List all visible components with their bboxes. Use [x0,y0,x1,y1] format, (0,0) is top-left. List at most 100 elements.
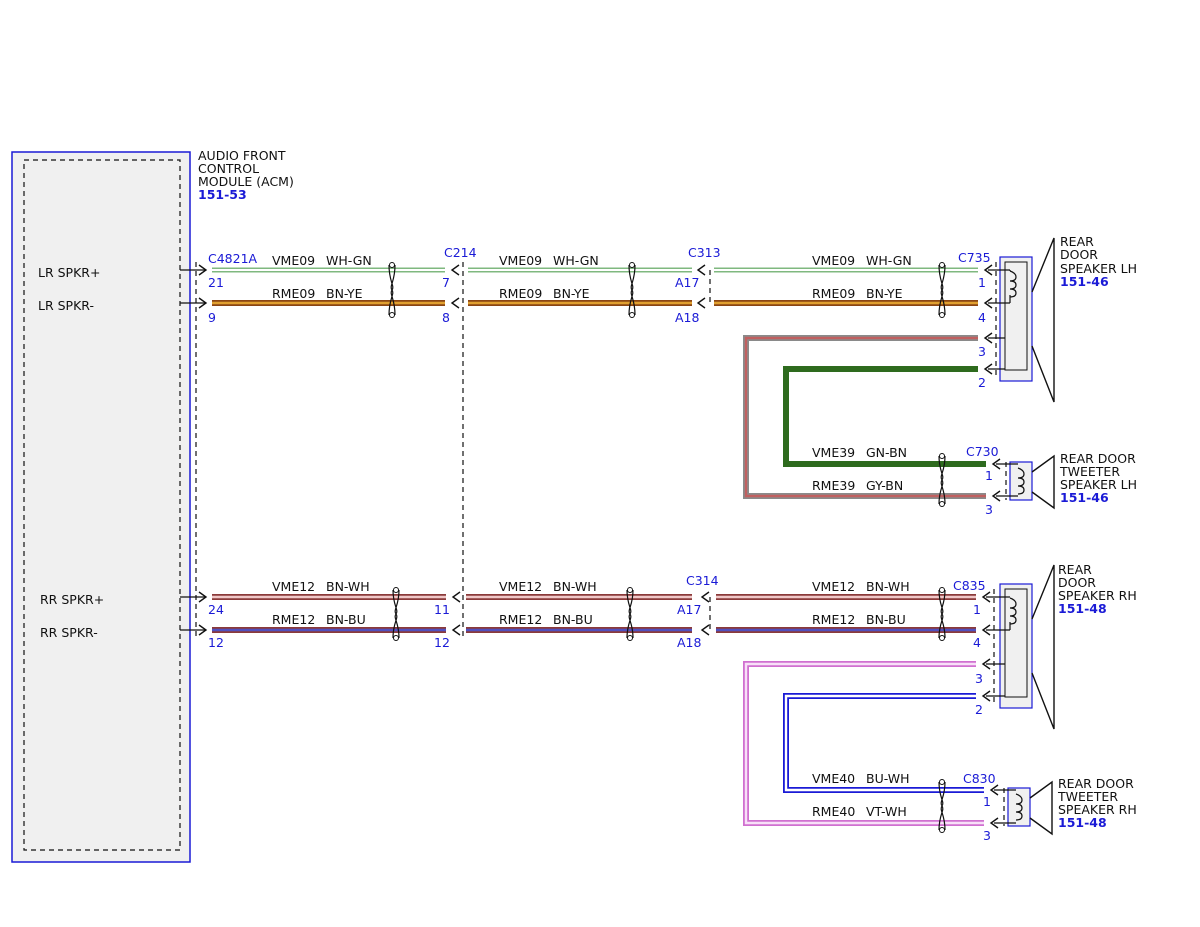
component-ref: 151-48 [1058,601,1107,616]
pin-label-lr-spkr-plus: LR SPKR+ [38,265,100,280]
wire-vme39-stripe [784,367,986,466]
acm-title-line-1: AUDIO FRONT [198,148,286,163]
connector-arrow-icon [198,624,208,636]
connector-arrow-icon [989,817,999,829]
connector-c313: C313 [688,245,721,260]
twisted-pair-icon [938,781,946,831]
component-name: REAR [1060,234,1094,249]
circuit-color: BN-YE [326,286,363,301]
circuit-color: BN-BU [553,612,593,627]
connector-arrow-icon [991,458,1001,470]
wire-vme40-stripe [784,694,984,792]
circuit-color: BN-WH [553,579,597,594]
acm-module-outline [11,151,191,863]
wire-rme39-stripe [744,336,986,498]
connector-arrow-icon [981,658,991,670]
pin-number: 11 [434,602,450,617]
twist-end-icon [393,587,399,593]
connector-arrow-icon [450,297,460,309]
twist-end-icon [393,635,399,641]
pin-number: 2 [978,375,986,390]
pin-label-rr-spkr-plus: RR SPKR+ [40,592,104,607]
component-name: DOOR [1058,575,1096,590]
pin-label-lr-spkr-minus: LR SPKR- [38,298,94,313]
twist-end-icon [939,453,945,459]
circuit-label: RME39 [812,478,855,493]
twist-end-icon [939,501,945,507]
circuit-label: RME09 [272,286,315,301]
circuit-color: BN-BU [866,612,906,627]
pin-number: 3 [978,344,986,359]
component-name: DOOR [1060,247,1098,262]
acm-ref: 151-53 [198,187,247,202]
twisted-pair-icon [392,589,400,639]
circuit-color: BN-BU [326,612,366,627]
circuit-color: BN-YE [553,286,590,301]
coil-icon [1017,467,1025,495]
pin-number: 21 [208,275,224,290]
pin-number: 24 [208,602,224,617]
wire-harness [198,262,1001,833]
connector-arrow-icon [198,297,208,309]
twisted-pair-icon [628,264,636,316]
circuit-label: VME40 [812,771,855,786]
twist-end-icon [629,312,635,318]
acm-title-line-2: CONTROL [198,161,259,176]
component-name: REAR DOOR [1060,451,1136,466]
circuit-label: RME40 [812,804,855,819]
connector-c730: C730 [966,444,999,459]
component-name: SPEAKER LH [1060,477,1137,492]
connector-arrow-icon [696,297,706,309]
pin-number: 4 [978,310,986,325]
pin-number: 1 [973,602,981,617]
twist-end-icon [939,635,945,641]
circuit-color: WH-GN [326,253,372,268]
pin-number: 12 [208,635,224,650]
pin-number: 8 [442,310,450,325]
connector-c4821a: C4821A [208,251,258,266]
circuit-label: VME09 [272,253,315,268]
twist-end-icon [939,587,945,593]
connector-arrow-icon [981,624,991,636]
pin-number: A18 [677,635,702,650]
twist-end-icon [939,262,945,268]
rear-door-tweeter-rh: REAR DOOR TWEETER SPEAKER RH 151-48 [994,776,1137,836]
circuit-label: VME09 [499,253,542,268]
circuit-label: RME12 [499,612,542,627]
pin-number: A17 [675,275,699,290]
coil-icon [1009,597,1017,625]
wire-rme40 [743,661,984,826]
connector-arrow-icon [696,264,706,276]
circuit-label: VME12 [272,579,315,594]
circuit-label: VME39 [812,445,855,460]
pin-number: 7 [442,275,450,290]
circuit-color: GY-BN [866,478,903,493]
twist-end-icon [939,827,945,833]
circuit-label: VME12 [812,579,855,594]
speaker-cone-icon [1031,237,1055,403]
twist-end-icon [939,779,945,785]
pin-number: 3 [983,828,991,843]
pin-number: A18 [675,310,700,325]
circuit-color: BN-WH [866,579,910,594]
component-ref: 151-46 [1060,274,1109,289]
pin-number: 3 [985,502,993,517]
rear-door-speaker-lh: REAR DOOR SPEAKER LH 151-46 [988,234,1137,403]
component-name: SPEAKER RH [1058,588,1137,603]
connector-arrow-icon [991,490,1001,502]
pin-number: 4 [973,635,981,650]
circuit-color: BN-YE [866,286,903,301]
circuit-color: WH-GN [553,253,599,268]
twist-end-icon [389,262,395,268]
connector-arrow-icon [451,624,461,636]
pin-number: A17 [677,602,701,617]
circuit-color: BU-WH [866,771,910,786]
circuit-label: RME09 [812,286,855,301]
pin-number: 9 [208,310,216,325]
connector-arrow-icon [989,784,999,796]
connector-arrow-icon [983,264,993,276]
coil-icon [1015,793,1023,821]
circuit-label: VME09 [812,253,855,268]
connector-arrow-icon [981,591,991,603]
